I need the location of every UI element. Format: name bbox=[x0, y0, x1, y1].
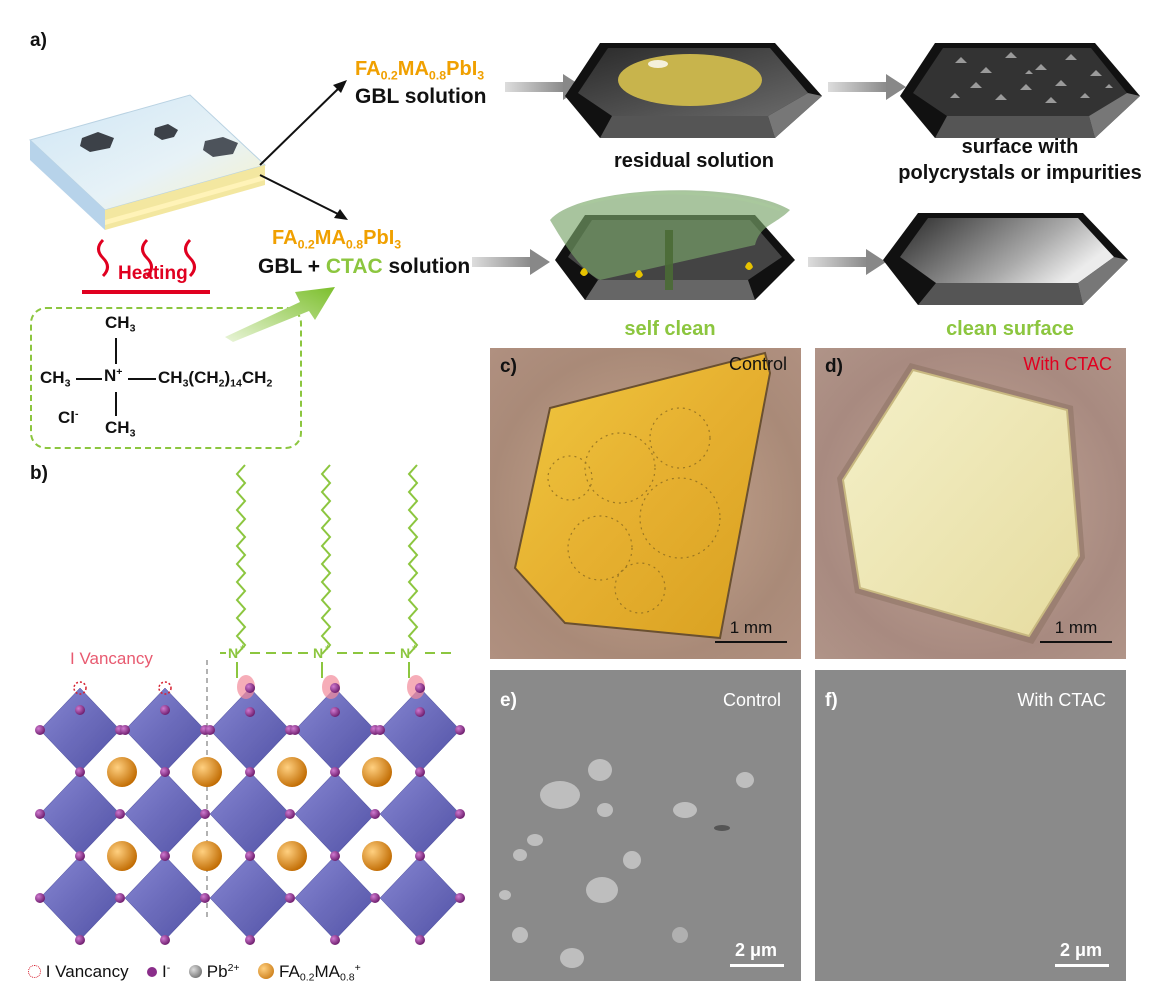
scale-label-c: 1 mm bbox=[729, 618, 773, 637]
perovskite-structure: N+ N+ N+ bbox=[35, 464, 465, 945]
scale-bar-c bbox=[715, 641, 787, 643]
svg-text:+: + bbox=[240, 642, 245, 652]
process-arrow-2 bbox=[828, 74, 906, 100]
cation-icon bbox=[258, 963, 275, 979]
process-arrow-4 bbox=[808, 249, 886, 275]
crystal-clean-surface bbox=[883, 213, 1128, 305]
molecule-ch3-bottom: CH3 bbox=[105, 418, 136, 440]
sub-3: 3 bbox=[129, 322, 136, 335]
self-clean-caption: self clean bbox=[624, 318, 716, 340]
residual-solution-caption: residual solution bbox=[613, 150, 775, 172]
panel-f-label: f) bbox=[825, 690, 838, 711]
svg-text:N: N bbox=[228, 645, 238, 661]
surface-with-caption: surface with bbox=[961, 136, 1079, 158]
molecule-ch3-left: CH3 bbox=[40, 368, 71, 390]
crystal-control-image bbox=[513, 351, 772, 640]
panel-a-label: a) bbox=[30, 30, 47, 51]
crystal-residual-solution bbox=[565, 43, 822, 138]
control-label-c: Control bbox=[728, 354, 787, 374]
scale-bar-e bbox=[730, 964, 784, 967]
vacancy-icon bbox=[28, 965, 41, 978]
ctac-input-arrow bbox=[225, 287, 335, 342]
gbl-ctac-solution-label: GBL + CTAC solution bbox=[258, 255, 471, 278]
gbl-solution-label: GBL solution bbox=[355, 85, 487, 108]
clean-surface-caption: clean surface bbox=[946, 318, 1074, 340]
crystal-ctac-image bbox=[837, 363, 1085, 644]
scale-label-e: 2 μm bbox=[734, 940, 778, 960]
scale-label-f: 2 μm bbox=[1059, 940, 1103, 960]
crystal-self-clean bbox=[550, 190, 795, 300]
bond-bottom bbox=[115, 392, 117, 416]
process-arrow-3 bbox=[472, 249, 550, 275]
svg-text:N: N bbox=[400, 645, 410, 661]
lead-icon bbox=[189, 965, 203, 978]
i-vacancy-label: I Vancancy bbox=[70, 649, 153, 668]
panel-b-label: b) bbox=[30, 463, 48, 484]
panel-c-label: c) bbox=[500, 356, 517, 377]
sem-ctac: f) With CTAC 2 μm bbox=[815, 670, 1126, 981]
bond-left bbox=[76, 378, 102, 380]
svg-text:N: N bbox=[313, 645, 323, 661]
bond-top bbox=[115, 338, 117, 364]
sem-control: e) Control 2 μm bbox=[490, 670, 801, 981]
svg-text:+: + bbox=[412, 642, 417, 652]
iodide-icon bbox=[147, 967, 158, 977]
split-arrows bbox=[259, 80, 348, 220]
scale-bar-f bbox=[1055, 964, 1109, 967]
molecule-ch3-top: CH3 bbox=[105, 313, 136, 335]
molecule-chain: CH3(CH2)14CH2 bbox=[158, 368, 273, 390]
formula-top: FA0.2MA0.8PbI3 bbox=[355, 58, 485, 83]
bond-right bbox=[128, 378, 156, 380]
ctac-molecule-box bbox=[30, 307, 302, 449]
molecule-n-plus: N+ bbox=[104, 366, 123, 385]
micrograph-ctac-optical: d) With CTAC 1 mm bbox=[815, 348, 1126, 659]
molecule-cl: Cl- bbox=[58, 408, 79, 427]
scale-label-d: 1 mm bbox=[1054, 618, 1098, 637]
micrograph-control-optical: c) Control 1 mm bbox=[490, 348, 801, 659]
scale-bar-d bbox=[1040, 641, 1112, 643]
structure-legend: I Vancancy I- Pb2+ FA0.2MA0.8+ bbox=[28, 962, 361, 984]
ctac-label-d: With CTAC bbox=[1023, 354, 1112, 374]
sem-control-image bbox=[499, 759, 754, 968]
panel-d-label: d) bbox=[825, 356, 843, 377]
heated-substrate-diagram bbox=[29, 94, 266, 294]
polycrystals-caption: polycrystals or impurities bbox=[898, 162, 1142, 184]
crystal-polycrystals bbox=[900, 43, 1140, 138]
control-label-e: Control bbox=[722, 690, 781, 710]
panel-e-label: e) bbox=[500, 690, 517, 711]
heating-label: Heating bbox=[118, 263, 188, 284]
ctac-label: CTAC bbox=[325, 255, 383, 278]
ctac-label-f: With CTAC bbox=[1017, 690, 1106, 710]
svg-text:+: + bbox=[325, 642, 330, 652]
formula-bottom: FA0.2MA0.8PbI3 bbox=[272, 227, 402, 252]
